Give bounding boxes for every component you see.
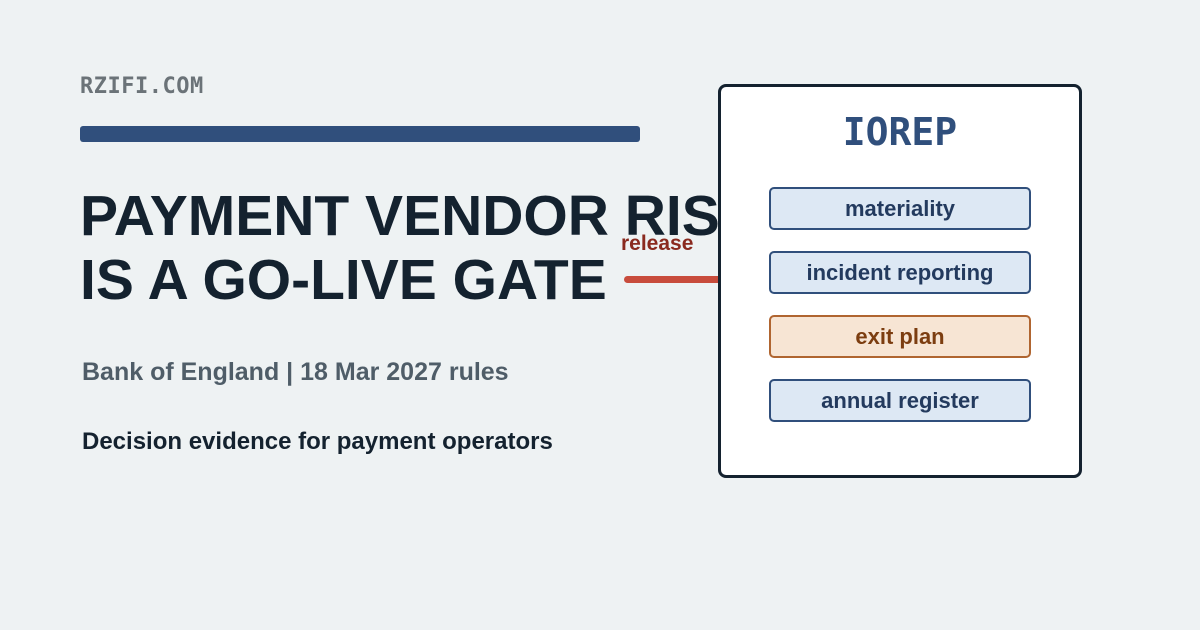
site-name: RZIFI.COM xyxy=(80,74,204,99)
headline: PAYMENT VENDOR RISK IS A GO-LIVE GATE xyxy=(80,184,761,312)
iorep-panel: IOREP materiality incident reporting exi… xyxy=(718,84,1082,478)
chip-incident-reporting: incident reporting xyxy=(769,251,1031,294)
chip-materiality: materiality xyxy=(769,187,1031,230)
headline-line-2: IS A GO-LIVE GATE xyxy=(80,248,607,312)
release-label: release xyxy=(621,232,694,255)
accent-bar xyxy=(80,126,640,142)
release-connector xyxy=(624,276,724,283)
subtitle: Bank of England | 18 Mar 2027 rules xyxy=(82,358,509,386)
tagline: Decision evidence for payment operators xyxy=(82,428,553,455)
chip-annual-register: annual register xyxy=(769,379,1031,422)
panel-title: IOREP xyxy=(842,110,958,154)
chip-exit-plan: exit plan xyxy=(769,315,1031,358)
headline-line-1: PAYMENT VENDOR RISK xyxy=(80,184,761,248)
